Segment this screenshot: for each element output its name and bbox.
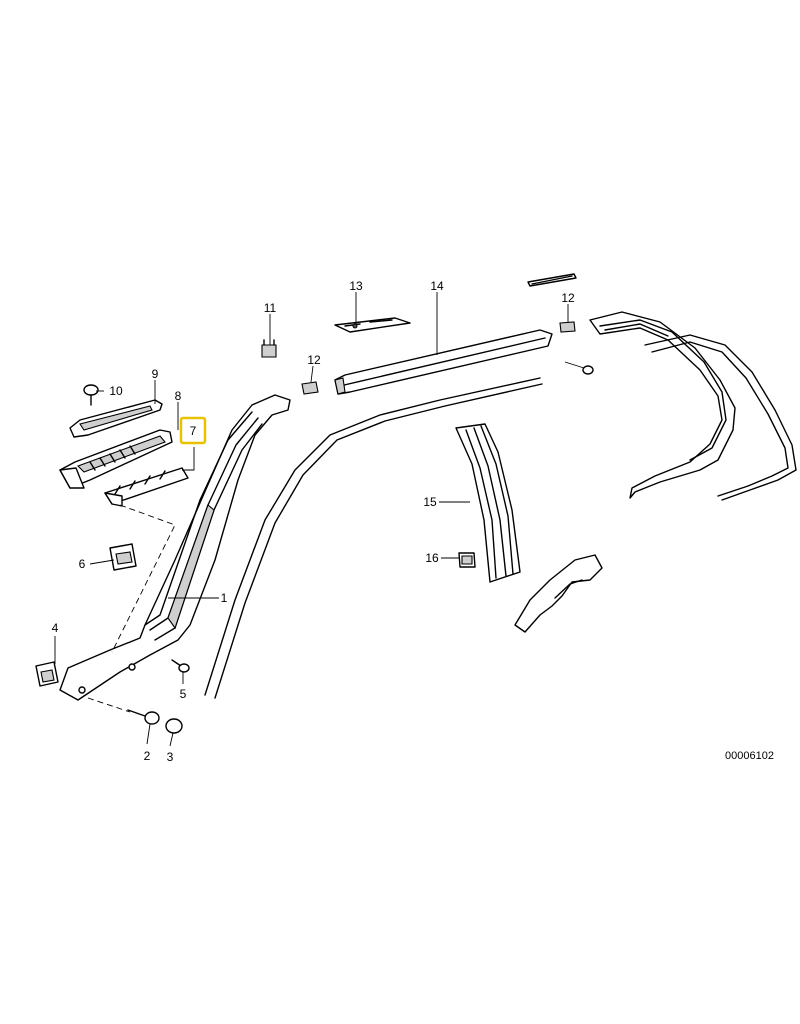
rear-window-frame[interactable] <box>589 311 736 499</box>
callout-12-right: 12 <box>561 291 575 305</box>
part-12-clip-a[interactable] <box>301 381 319 395</box>
callout-13: 13 <box>349 279 363 293</box>
part-15-pillar-seal[interactable] <box>455 423 521 583</box>
callout-4: 4 <box>52 621 59 635</box>
callout-7-highlight <box>179 416 207 445</box>
part-4-clip[interactable] <box>35 661 59 687</box>
part-6-clip[interactable] <box>109 543 137 571</box>
leader-lines <box>54 292 569 747</box>
part-10-screw[interactable] <box>83 384 99 406</box>
window-outer-seal[interactable] <box>644 334 797 501</box>
small-trim-strip[interactable] <box>527 273 577 287</box>
part-2-screw[interactable] <box>127 709 160 725</box>
part-5-screw[interactable] <box>171 659 190 673</box>
part-9-trim[interactable] <box>69 399 163 438</box>
part-13-bracket[interactable] <box>334 317 411 333</box>
callout-12-left: 12 <box>307 353 321 367</box>
callout-1: 1 <box>221 591 228 605</box>
assembly-line-1 <box>111 504 176 653</box>
screw-roof[interactable] <box>564 361 594 375</box>
callout-6: 6 <box>79 557 86 571</box>
callout-16: 16 <box>425 551 439 565</box>
callout-7: 7 <box>190 424 197 438</box>
part-11-clip[interactable] <box>261 339 277 358</box>
callout-5: 5 <box>180 687 187 701</box>
part-1-pillar-trim[interactable] <box>59 394 291 701</box>
roof-seal-strip[interactable] <box>204 377 543 699</box>
callout-9: 9 <box>152 367 159 381</box>
assembly-line-2 <box>87 697 131 713</box>
callout-11: 11 <box>264 301 277 315</box>
part-12-clip-b[interactable] <box>559 321 576 333</box>
callout-2: 2 <box>144 749 151 763</box>
callout-10: 10 <box>109 384 123 398</box>
part-7-bracket[interactable] <box>104 467 189 507</box>
callout-8: 8 <box>175 389 182 403</box>
part-16-clip[interactable] <box>458 552 476 568</box>
callout-15: 15 <box>423 495 437 509</box>
part-3-cap[interactable] <box>165 718 183 734</box>
rear-trim-piece[interactable] <box>514 554 603 633</box>
part-14-roof-rail[interactable] <box>334 329 553 395</box>
callout-14: 14 <box>430 279 444 293</box>
diagram-code: 00006102 <box>725 750 774 762</box>
callout-3: 3 <box>167 750 174 764</box>
part-8-trim-holder[interactable] <box>59 429 173 489</box>
